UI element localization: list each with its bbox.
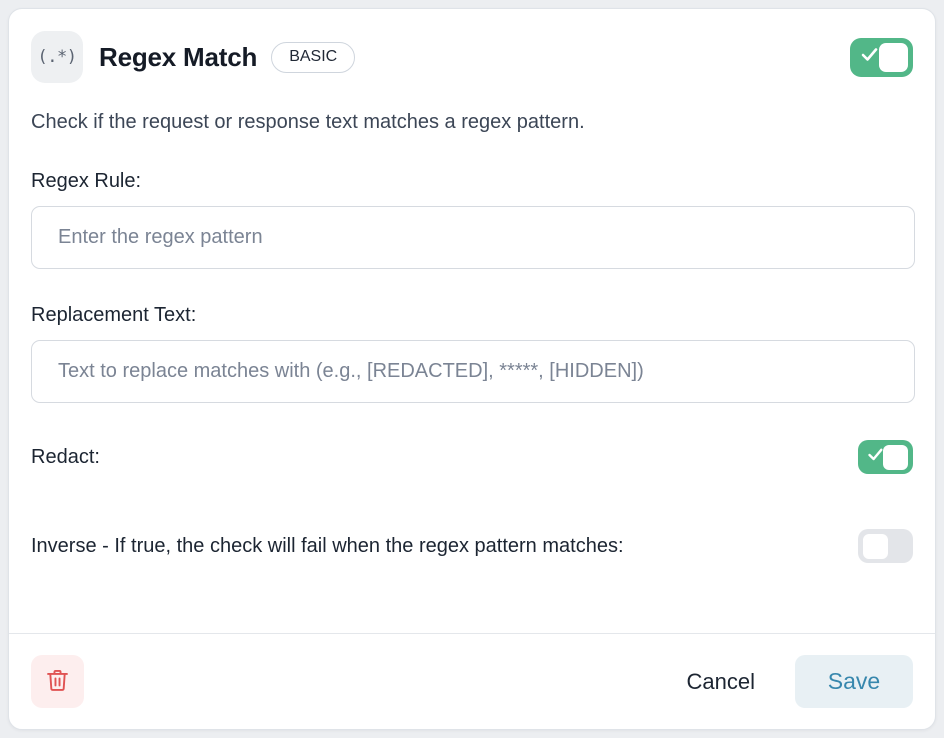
inverse-toggle[interactable] (858, 529, 913, 563)
redact-label: Redact: (31, 446, 100, 468)
check-icon (866, 445, 885, 469)
cancel-button[interactable]: Cancel (669, 659, 773, 705)
card-header: (.*) Regex Match BASIC (31, 31, 913, 83)
regex-rule-input[interactable] (31, 206, 915, 269)
regex-icon-glyph: (.*) (37, 47, 77, 67)
toggle-knob (883, 444, 908, 470)
delete-button[interactable] (31, 655, 84, 708)
regex-rule-label: Regex Rule: (31, 170, 142, 192)
tier-badge: BASIC (271, 41, 356, 73)
enable-check-toggle[interactable] (850, 37, 913, 77)
save-button[interactable]: Save (795, 655, 913, 708)
check-description: Check if the request or response text ma… (31, 111, 585, 133)
inverse-row: Inverse - If true, the check will fail w… (31, 529, 913, 563)
redact-toggle[interactable] (858, 440, 913, 474)
redact-row: Redact: (31, 440, 913, 474)
toggle-knob (863, 533, 888, 559)
inverse-label: Inverse - If true, the check will fail w… (31, 535, 624, 557)
regex-rule-field: Regex Rule: (31, 169, 915, 269)
page-title: Regex Match (99, 41, 258, 72)
replacement-text-label: Replacement Text: (31, 304, 197, 326)
regex-icon: (.*) (31, 31, 83, 83)
replacement-text-field: Replacement Text: (31, 303, 915, 403)
check-icon (859, 44, 880, 70)
card-body: (.*) Regex Match BASIC Check if the requ… (9, 9, 935, 633)
trash-icon (44, 667, 71, 697)
toggle-knob (879, 42, 908, 72)
card-footer: Cancel Save (9, 633, 935, 729)
replacement-text-input[interactable] (31, 340, 915, 403)
check-config-card: (.*) Regex Match BASIC Check if the requ… (8, 8, 936, 730)
